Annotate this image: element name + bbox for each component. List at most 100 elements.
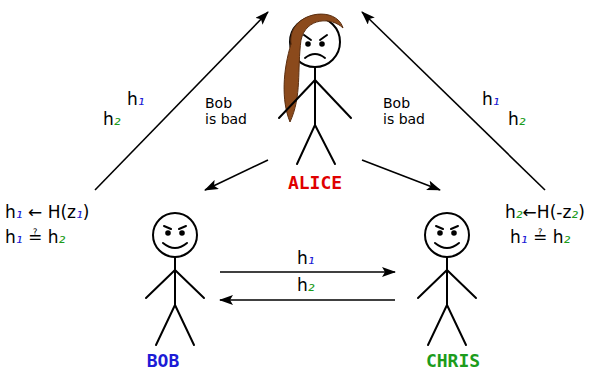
bob-leg [156,305,175,345]
text-run: h [505,202,516,222]
bob-arm [146,270,175,298]
formula-note: h₁ ≟ h₂ [510,228,570,248]
alice-brow [320,35,327,40]
label-line: h₁ [482,90,526,110]
formula-note: h₂←H(-z₂) [505,203,585,223]
subscript-index: ₁ [493,89,500,109]
edge-label: h₂ [297,276,315,296]
alice-brow [304,35,311,40]
subscript-index: ₂ [58,227,65,247]
label-line: Bob [205,95,247,111]
message-arrow [205,160,268,190]
text-run: h [5,227,16,247]
subscript-index: ₁ [138,89,145,109]
text-run: ) [83,202,90,222]
text-run: ≟ h [528,227,564,247]
person-node: BOB [95,190,220,371]
subscript-index: ₁ [16,202,23,222]
message-arrow [95,12,268,190]
chris-eye [438,231,442,235]
message-arrow [362,160,440,190]
subscript-index: ₁ [16,227,23,247]
text-run: h [482,89,493,109]
chris-head [425,213,469,257]
text-run: ) [578,202,585,222]
alice-leg [315,125,335,164]
chris-leg [428,305,447,345]
label-line: h₁ [297,249,315,269]
bob-arm [175,270,204,298]
alice-eye [306,42,310,46]
alice-arm [279,80,315,118]
bob-smile [163,243,187,248]
subscript-index: ₁ [76,202,83,222]
chris-body [446,257,448,305]
bob-brow [179,226,186,229]
text-run: ← H(z [23,202,76,222]
label-line: h₂ [297,276,315,296]
person-name: ALICE [288,172,342,193]
chris-leg [447,305,466,345]
text-run: h [297,275,308,295]
bob-head [153,213,197,257]
edge-label: h₁ h₂ [103,90,145,129]
bob-brow [164,226,171,229]
label-line: is bad [383,111,425,127]
alice-eye [320,42,324,46]
subscript-index: ₂ [563,227,570,247]
message-arrow [220,271,395,273]
chris-brow [436,226,443,229]
text-run: h [5,202,16,222]
message-arrow [220,299,395,301]
message-arrow [362,12,545,190]
label-line: is bad [205,111,247,127]
chris-smile [435,243,459,248]
alice-hair [284,14,343,122]
subscript-index: ₂ [114,109,121,129]
bob-eye [166,231,170,235]
bob-eye [180,231,184,235]
edge-label: Bob is bad [205,95,247,127]
edge-label: h₁ h₂ [482,90,526,129]
text-run: h [127,89,138,109]
label-line: h₁ [103,90,145,110]
subscript-index: ₁ [521,227,528,247]
subscript-index: ₂ [519,109,526,129]
bob-body [174,257,176,305]
edge-label: Bob is bad [383,95,425,127]
formula-note: h₁ ← H(z₁) [5,203,89,223]
chris-eye [452,231,456,235]
label-line: Bob [383,95,425,111]
subscript-index: ₂ [571,202,578,222]
text-run: is bad [205,111,247,127]
subscript-index: ₂ [308,275,315,295]
alice-arm [315,80,351,118]
text-run: Bob [383,95,410,111]
chris-arm [447,270,476,298]
text-run: h [103,109,114,129]
label-line: h₂ [482,110,526,130]
text-run: Bob [205,95,232,111]
text-run: h [297,248,308,268]
subscript-index: ₁ [308,248,315,268]
alice-body [314,67,316,125]
text-run: ≟ h [23,227,59,247]
chris-brow [451,226,458,229]
person-name: CHRIS [426,350,480,371]
bob-leg [175,305,194,345]
text-run: is bad [383,111,425,127]
alice-leg [297,125,315,164]
subscript-index: ₂ [516,202,523,222]
alice-frown [305,54,325,58]
label-line: h₂ [103,110,145,130]
person-node: ALICE [268,2,362,198]
formula-note: h₁ ≟ h₂ [5,228,65,248]
person-name: BOB [147,350,180,371]
edge-label: h₁ [297,249,315,269]
text-run: ←H(-z [523,202,572,222]
chris-arm [418,270,447,298]
text-run: h [508,109,519,129]
